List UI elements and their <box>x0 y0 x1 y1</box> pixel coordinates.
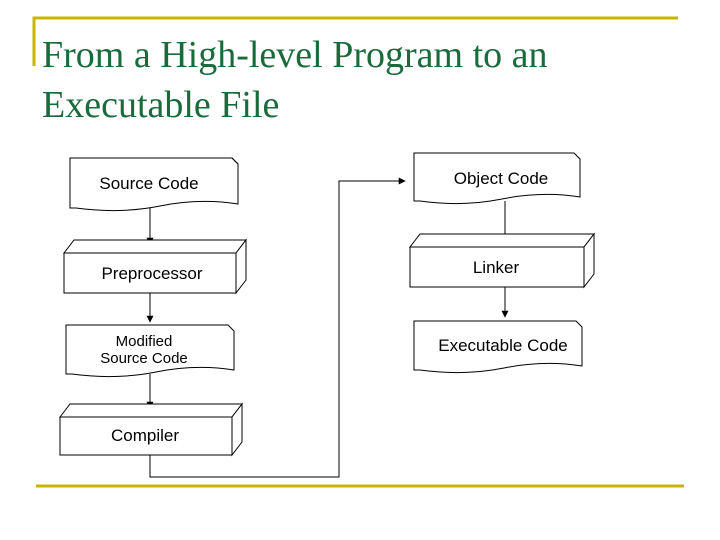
source-code-label: Source Code <box>99 174 199 193</box>
modified-source-shape <box>65 324 235 378</box>
linker-box-top <box>408 233 596 248</box>
linker-label: Linker <box>472 258 520 277</box>
object-code-label: Object Code <box>453 169 549 188</box>
preprocessor-box-side <box>235 238 247 295</box>
preprocessor-box-top <box>62 239 248 254</box>
preprocessor-label: Preprocessor <box>101 264 203 283</box>
compiler-box-side <box>231 402 243 457</box>
executable-code-shape <box>413 320 583 374</box>
modified-source-label-line2: Source Code <box>100 350 188 367</box>
linker-box-side <box>583 232 595 289</box>
slide-title: From a High-level Program to an Executab… <box>42 34 548 126</box>
modified-source-label-line1: Modified <box>115 333 173 350</box>
top-accent-line <box>32 16 678 66</box>
compiler-label: Compiler <box>110 426 180 445</box>
source-code-shadow <box>231 157 239 204</box>
executable-code-label: Executable Code <box>438 336 568 355</box>
edge-compiler-to-object <box>149 177 406 478</box>
source-code-shape <box>69 157 239 212</box>
object-code-shape <box>413 152 581 205</box>
compiler-box-top <box>58 403 244 418</box>
